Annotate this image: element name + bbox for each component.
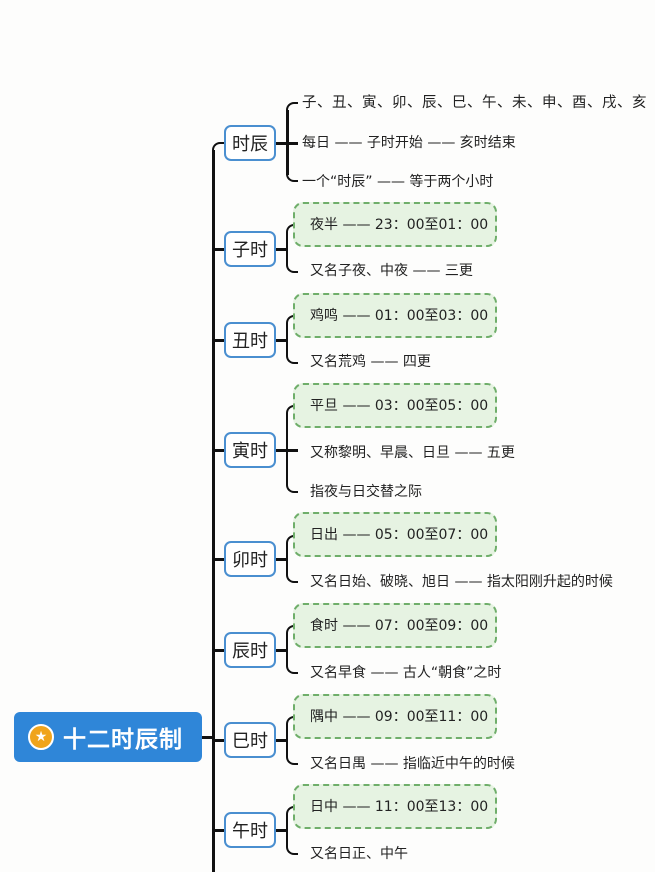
spine-tick [212,649,224,652]
branch-node-shichen[interactable]: 时辰 [224,125,276,161]
bracket-bottom [286,339,298,364]
root-title: 十二时辰制 [63,727,183,753]
highlight-box [293,512,497,557]
leaf-text: 又名日始、破晓、旭日 —— 指太阳刚升起的时候 [310,574,613,590]
bracket-top [286,224,298,250]
highlight-box [293,603,497,648]
bracket-bottom [286,449,298,493]
spine-tick [212,558,224,561]
spine-curve-top [212,142,224,154]
branch-connector [276,142,288,145]
leaf-text: 一个“时辰” —— 等于两个小时 [302,174,494,190]
main-spine [212,150,215,872]
branch-node-maoshi[interactable]: 卯时 [224,541,276,577]
leaf-connector [288,142,298,145]
bracket-bottom [286,739,298,765]
highlight-box [293,383,497,428]
root-connector [202,736,214,739]
branch-node-choushi[interactable]: 丑时 [224,322,276,358]
leaf-text: 又名荒鸡 —— 四更 [310,354,431,370]
bracket-top [286,405,298,451]
branch-node-chenshi[interactable]: 辰时 [224,632,276,668]
branch-node-wushi[interactable]: 午时 [224,812,276,848]
bracket-bottom [286,829,298,855]
bracket-bottom [286,172,298,182]
branch-connector [276,558,288,561]
star-icon: ★ [28,724,54,750]
highlight-box [293,694,497,739]
spine-tick [212,449,224,452]
bracket-bottom [286,649,298,674]
leaf-text-highlight: 夜半 —— 23：00至01：00 [310,217,489,233]
branch-node-yinshi[interactable]: 寅时 [224,432,276,468]
leaf-text-highlight: 平旦 —— 03：00至05：00 [310,398,489,414]
leaf-text-highlight: 日出 —— 05：00至07：00 [310,527,489,543]
leaf-text: 又称黎明、早晨、日旦 —— 五更 [310,445,515,461]
leaf-text: 每日 —— 子时开始 —— 亥时结束 [302,135,516,151]
spine-tick [212,248,224,251]
bracket-top [286,716,298,741]
leaf-text: 又名日禺 —— 指临近中午的时候 [310,756,515,772]
leaf-text: 又名日正、中午 [310,846,408,862]
leaf-text-highlight: 隅中 —— 09：00至11：00 [310,709,489,725]
spine-tick [212,829,224,832]
leaf-text: 指夜与日交替之际 [310,484,422,500]
leaf-text: 又名子夜、中夜 —— 三更 [310,263,473,279]
highlight-box [293,202,497,247]
branch-node-zishi[interactable]: 子时 [224,231,276,267]
branch-connector [276,829,288,832]
branch-node-sishi[interactable]: 巳时 [224,722,276,758]
branch-connector [276,739,288,742]
bracket-top [286,315,298,341]
branch-connector [276,339,288,342]
highlight-box [293,784,497,829]
bracket-bottom [286,248,298,273]
bracket-vertical [286,110,289,175]
branch-connector [276,248,288,251]
leaf-text: 子、丑、寅、卯、辰、巳、午、未、申、酉、戌、亥 [302,95,647,111]
bracket-bottom [286,558,298,583]
branch-connector [276,649,288,652]
leaf-text-highlight: 日中 —— 11：00至13：00 [310,799,489,815]
bracket-top [286,806,298,831]
bracket-top [286,625,298,651]
bracket-top [286,102,298,112]
leaf-text-highlight: 食时 —— 07：00至09：00 [310,618,489,634]
leaf-text: 又名早食 —— 古人“朝食”之时 [310,665,502,681]
spine-tick [212,739,224,742]
bracket-top [286,535,298,560]
root-node[interactable]: ★ 十二时辰制 [14,712,202,762]
leaf-text-highlight: 鸡鸣 —— 01：00至03：00 [310,308,489,324]
spine-tick [212,339,224,342]
highlight-box [293,293,497,338]
